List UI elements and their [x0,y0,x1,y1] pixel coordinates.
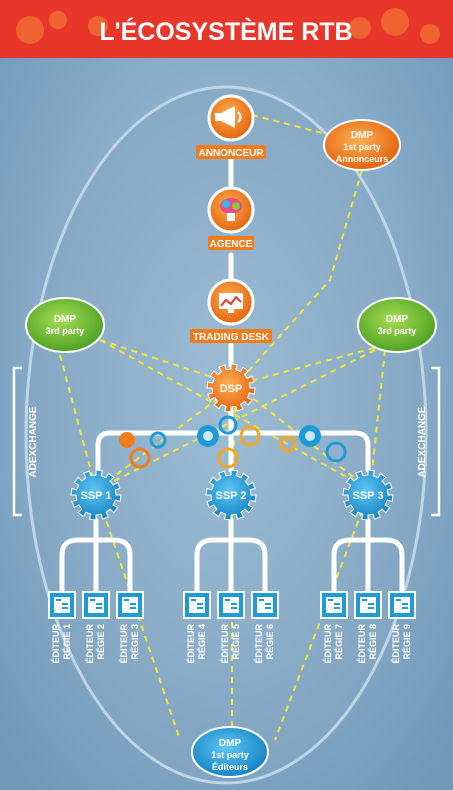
announcer-label: ANNONCEUR [199,148,265,159]
dmp-announcers-owner: Annonceurs [336,154,389,164]
publisher-page-icon [320,591,348,619]
dmp-publishers-owner: Éditeurs [212,762,248,772]
dmp-third-left-type: 3rd party [46,326,85,336]
brain-icon [220,198,242,221]
publisher-title: ÉDITEUR [119,624,129,664]
dmp-third-right-type: 3rd party [378,326,417,336]
publisher-region: RÉGIE 9 [402,624,412,660]
agency-node: AGENCE [207,186,255,250]
dmp-publishers-type: 1st party [211,750,249,760]
dsp-gear-icon [206,363,256,413]
trading-desk-label: TRADING DESK [193,332,270,343]
ssp-3-gear-icon [342,469,394,521]
publisher-page-icon [183,591,211,619]
adexchange-label-left: ADEXCHANGE [28,406,39,477]
ssp-2-label: SSP 2 [216,490,247,502]
publisher-region: RÉGIE 7 [334,624,344,660]
orange-gear-icon [239,425,261,447]
publisher-title: ÉDITEUR [391,624,401,664]
adexchange-brackets [12,366,441,517]
dmp-announcers-node: DMP 1st party Annonceurs [323,119,401,171]
publisher-region: RÉGIE 4 [197,624,207,660]
blue-gear-icon [325,441,347,463]
header-banner [0,0,453,58]
publisher-region: RÉGIE 5 [231,624,241,660]
publisher-title: ÉDITEUR [51,624,61,664]
dmp-third-right-title: DMP [386,314,409,325]
trading-desk-node: TRADING DESK [190,278,272,343]
blue-gear-icon [149,431,167,449]
publisher-title: ÉDITEUR [254,624,264,664]
announcer-node: ANNONCEUR [196,94,266,159]
header-gears-decoration [16,8,440,44]
blue-gear-icon [218,415,238,435]
adexchange-label-right: ADEXCHANGE [417,406,428,477]
publisher-region: RÉGIE 6 [265,624,275,660]
ssp-1-gear-icon [70,469,122,521]
dmp-announcers-title: DMP [351,130,374,141]
publisher-region: RÉGIE 2 [96,624,106,660]
dmp-third-party-right-node: DMP 3rd party [357,297,437,353]
ssp-3-label: SSP 3 [353,490,384,502]
publisher-title: ÉDITEUR [220,624,230,664]
ssp-2-gear-icon [205,469,257,521]
megaphone-icon [215,106,242,128]
dmp-announcers-type: 1st party [343,142,381,152]
agency-label: AGENCE [210,239,253,250]
publisher-title: ÉDITEUR [357,624,367,664]
orange-gear-icon [119,432,135,448]
ssp-1-label: SSP 1 [81,490,112,502]
page-title: L'ÉCOSYSTÈME RTB [99,17,352,46]
dmp-publishers-node: DMP 1st party Éditeurs [191,726,269,778]
chain-connectors [95,157,371,473]
orange-gear-icon [279,435,297,453]
publisher-title: ÉDITEUR [85,624,95,664]
publisher-branches [59,517,405,593]
dmp-third-party-left-node: DMP 3rd party [25,297,105,353]
publisher-region: RÉGIE 8 [368,624,378,660]
orange-gear-icon [129,447,151,469]
orange-gear-icon [217,447,239,469]
publisher-title: ÉDITEUR [186,624,196,664]
dmp-third-left-title: DMP [54,314,77,325]
exchange-gears [119,415,347,469]
dsp-label: DSP [220,383,243,395]
publisher-region: RÉGIE 1 [62,624,72,660]
dmp-publishers-title: DMP [219,738,242,749]
publisher-region: RÉGIE 3 [130,624,140,660]
publisher-title: ÉDITEUR [323,624,333,664]
monitor-chart-icon [219,293,243,313]
